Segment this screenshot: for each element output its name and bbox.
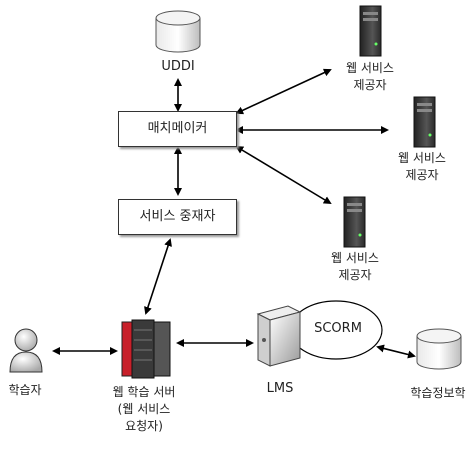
- arrow-scorm-learninginfo: [376, 344, 416, 359]
- lms-label: LMS: [266, 381, 294, 396]
- matchmaker-label: 매치메이커: [147, 121, 208, 136]
- provider-3-label: 웹 서비스 제공자: [331, 251, 379, 282]
- learner-label: 학습자: [8, 383, 42, 397]
- provider-2-server-icon: [413, 96, 436, 148]
- provider-1-server-icon: [359, 5, 382, 57]
- web-server-rack-icon: [121, 319, 171, 379]
- learning-info-database-icon: [416, 328, 462, 370]
- web-server-label: 웹 학습 서버 (웹 서비스 요청자): [112, 385, 176, 433]
- provider-1-label: 웹 서비스 제공자: [346, 61, 394, 92]
- learner-person-icon: [9, 328, 43, 373]
- uddi-database-icon: [155, 10, 201, 53]
- provider-2-label: 웹 서비스 제공자: [398, 151, 446, 182]
- mediator-label: 서비스 중재자: [139, 209, 216, 224]
- arrow-matchmaker-provider-1: [235, 68, 332, 115]
- arrow-matchmaker-provider-3: [235, 145, 332, 205]
- lms-server-icon: [256, 305, 302, 367]
- matchmaker-box: 매치메이커: [118, 111, 237, 147]
- uddi-label: UDDI: [161, 59, 195, 74]
- scorm-label: SCORM: [314, 321, 362, 336]
- provider-3-server-icon: [343, 196, 366, 248]
- learning-info-label: 학습정보학: [410, 386, 466, 400]
- mediator-box: 서비스 중재자: [118, 199, 237, 235]
- arrow-mediator-webserver: [144, 238, 172, 315]
